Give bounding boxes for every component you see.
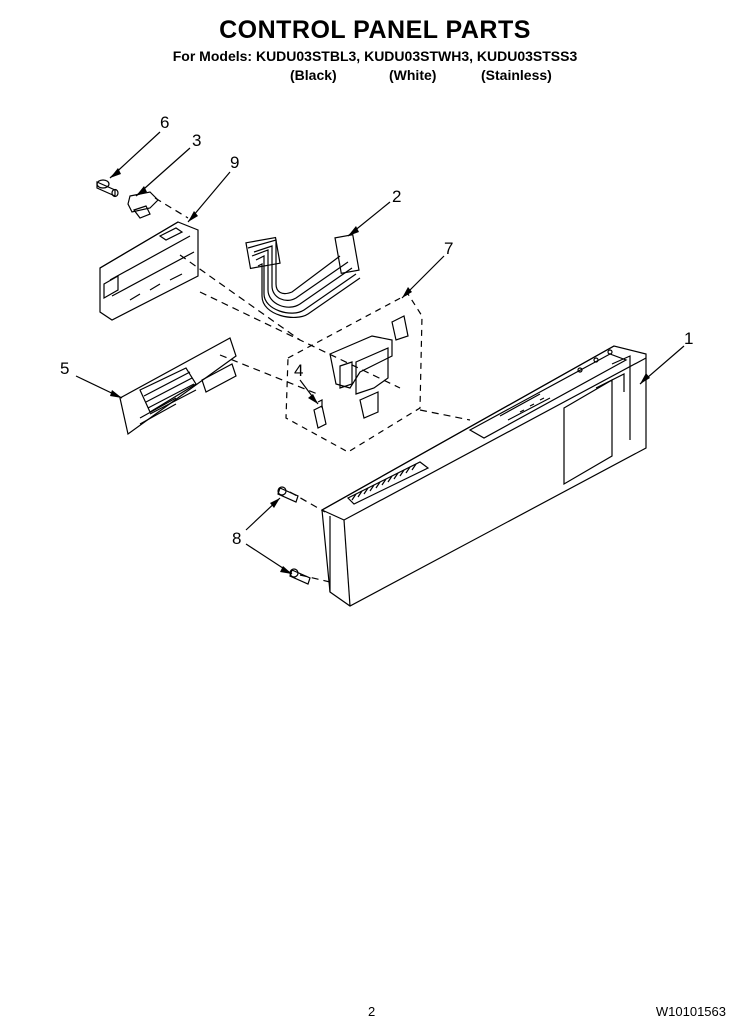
- page-title: CONTROL PANEL PARTS: [219, 16, 531, 44]
- assembly-dashed-lines: [154, 197, 471, 583]
- variant-white: (White): [389, 67, 437, 83]
- part-1-control-panel: [321, 345, 647, 607]
- callout-7: 7: [444, 239, 453, 258]
- page-number: 2: [368, 1004, 376, 1019]
- variant-black: (Black): [290, 67, 337, 83]
- part-3-clip: [127, 191, 159, 219]
- callout-2: 2: [392, 187, 401, 206]
- part-4-switch: [313, 399, 327, 429]
- part-5-interface-board: [119, 337, 237, 436]
- variant-stainless: (Stainless): [481, 67, 552, 83]
- part-7-latch-assembly: [285, 293, 423, 453]
- callout-arrowheads: [110, 168, 650, 574]
- models-line: For Models: KUDU03STBL3, KUDU03STWH3, KU…: [172, 48, 578, 64]
- callout-5: 5: [60, 359, 69, 378]
- part-6-indicator: [96, 179, 119, 198]
- document-number: W10101563: [655, 1004, 726, 1019]
- callout-leaders: [75, 131, 685, 575]
- callout-1: 1: [684, 329, 693, 348]
- callout-9: 9: [230, 153, 239, 172]
- callout-3: 3: [192, 131, 201, 150]
- callout-4: 4: [294, 361, 303, 380]
- part-9-control-board: [99, 221, 199, 321]
- callout-8: 8: [232, 529, 241, 548]
- callout-6: 6: [160, 113, 169, 132]
- part-2-ribbon-cable: [245, 234, 361, 318]
